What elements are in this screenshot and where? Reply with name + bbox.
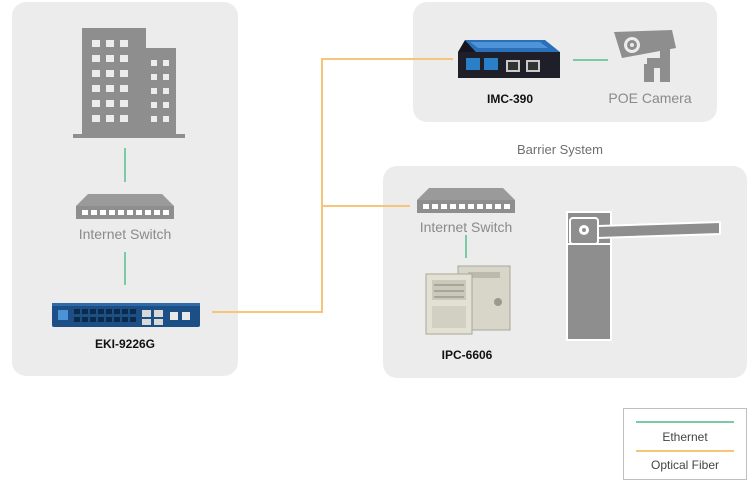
ipc-6606-computer-icon [425,265,511,335]
parking-barrier-gate-icon [566,211,721,341]
ipc-6606-label: IPC-6606 [441,348,493,362]
fiber-link-eki-imc [212,58,453,313]
internet-switch-icon [76,194,174,219]
eki-9226g-switch-icon [52,303,200,327]
internet-switch-label: Internet Switch [78,226,172,242]
legend-fiber-swatch [636,450,734,452]
legend: Ethernet Optical Fiber [623,408,747,480]
diagram-canvas [52,28,721,341]
barrier-internet-switch-label: Internet Switch [419,219,513,235]
legend-ethernet-label: Ethernet [662,430,708,444]
eki-9226g-label: EKI-9226G [94,337,156,351]
imc-390-label: IMC-390 [486,92,533,106]
legend-ethernet-swatch [636,421,734,423]
barrier-internet-switch-icon [417,188,515,213]
office-building-icon [73,28,185,138]
barrier-system-title: Barrier System [517,142,603,157]
imc-390-converter-icon [458,40,560,78]
legend-fiber-label: Optical Fiber [650,458,720,472]
poe-camera-icon [614,30,676,82]
poe-camera-label: POE Camera [608,90,692,106]
